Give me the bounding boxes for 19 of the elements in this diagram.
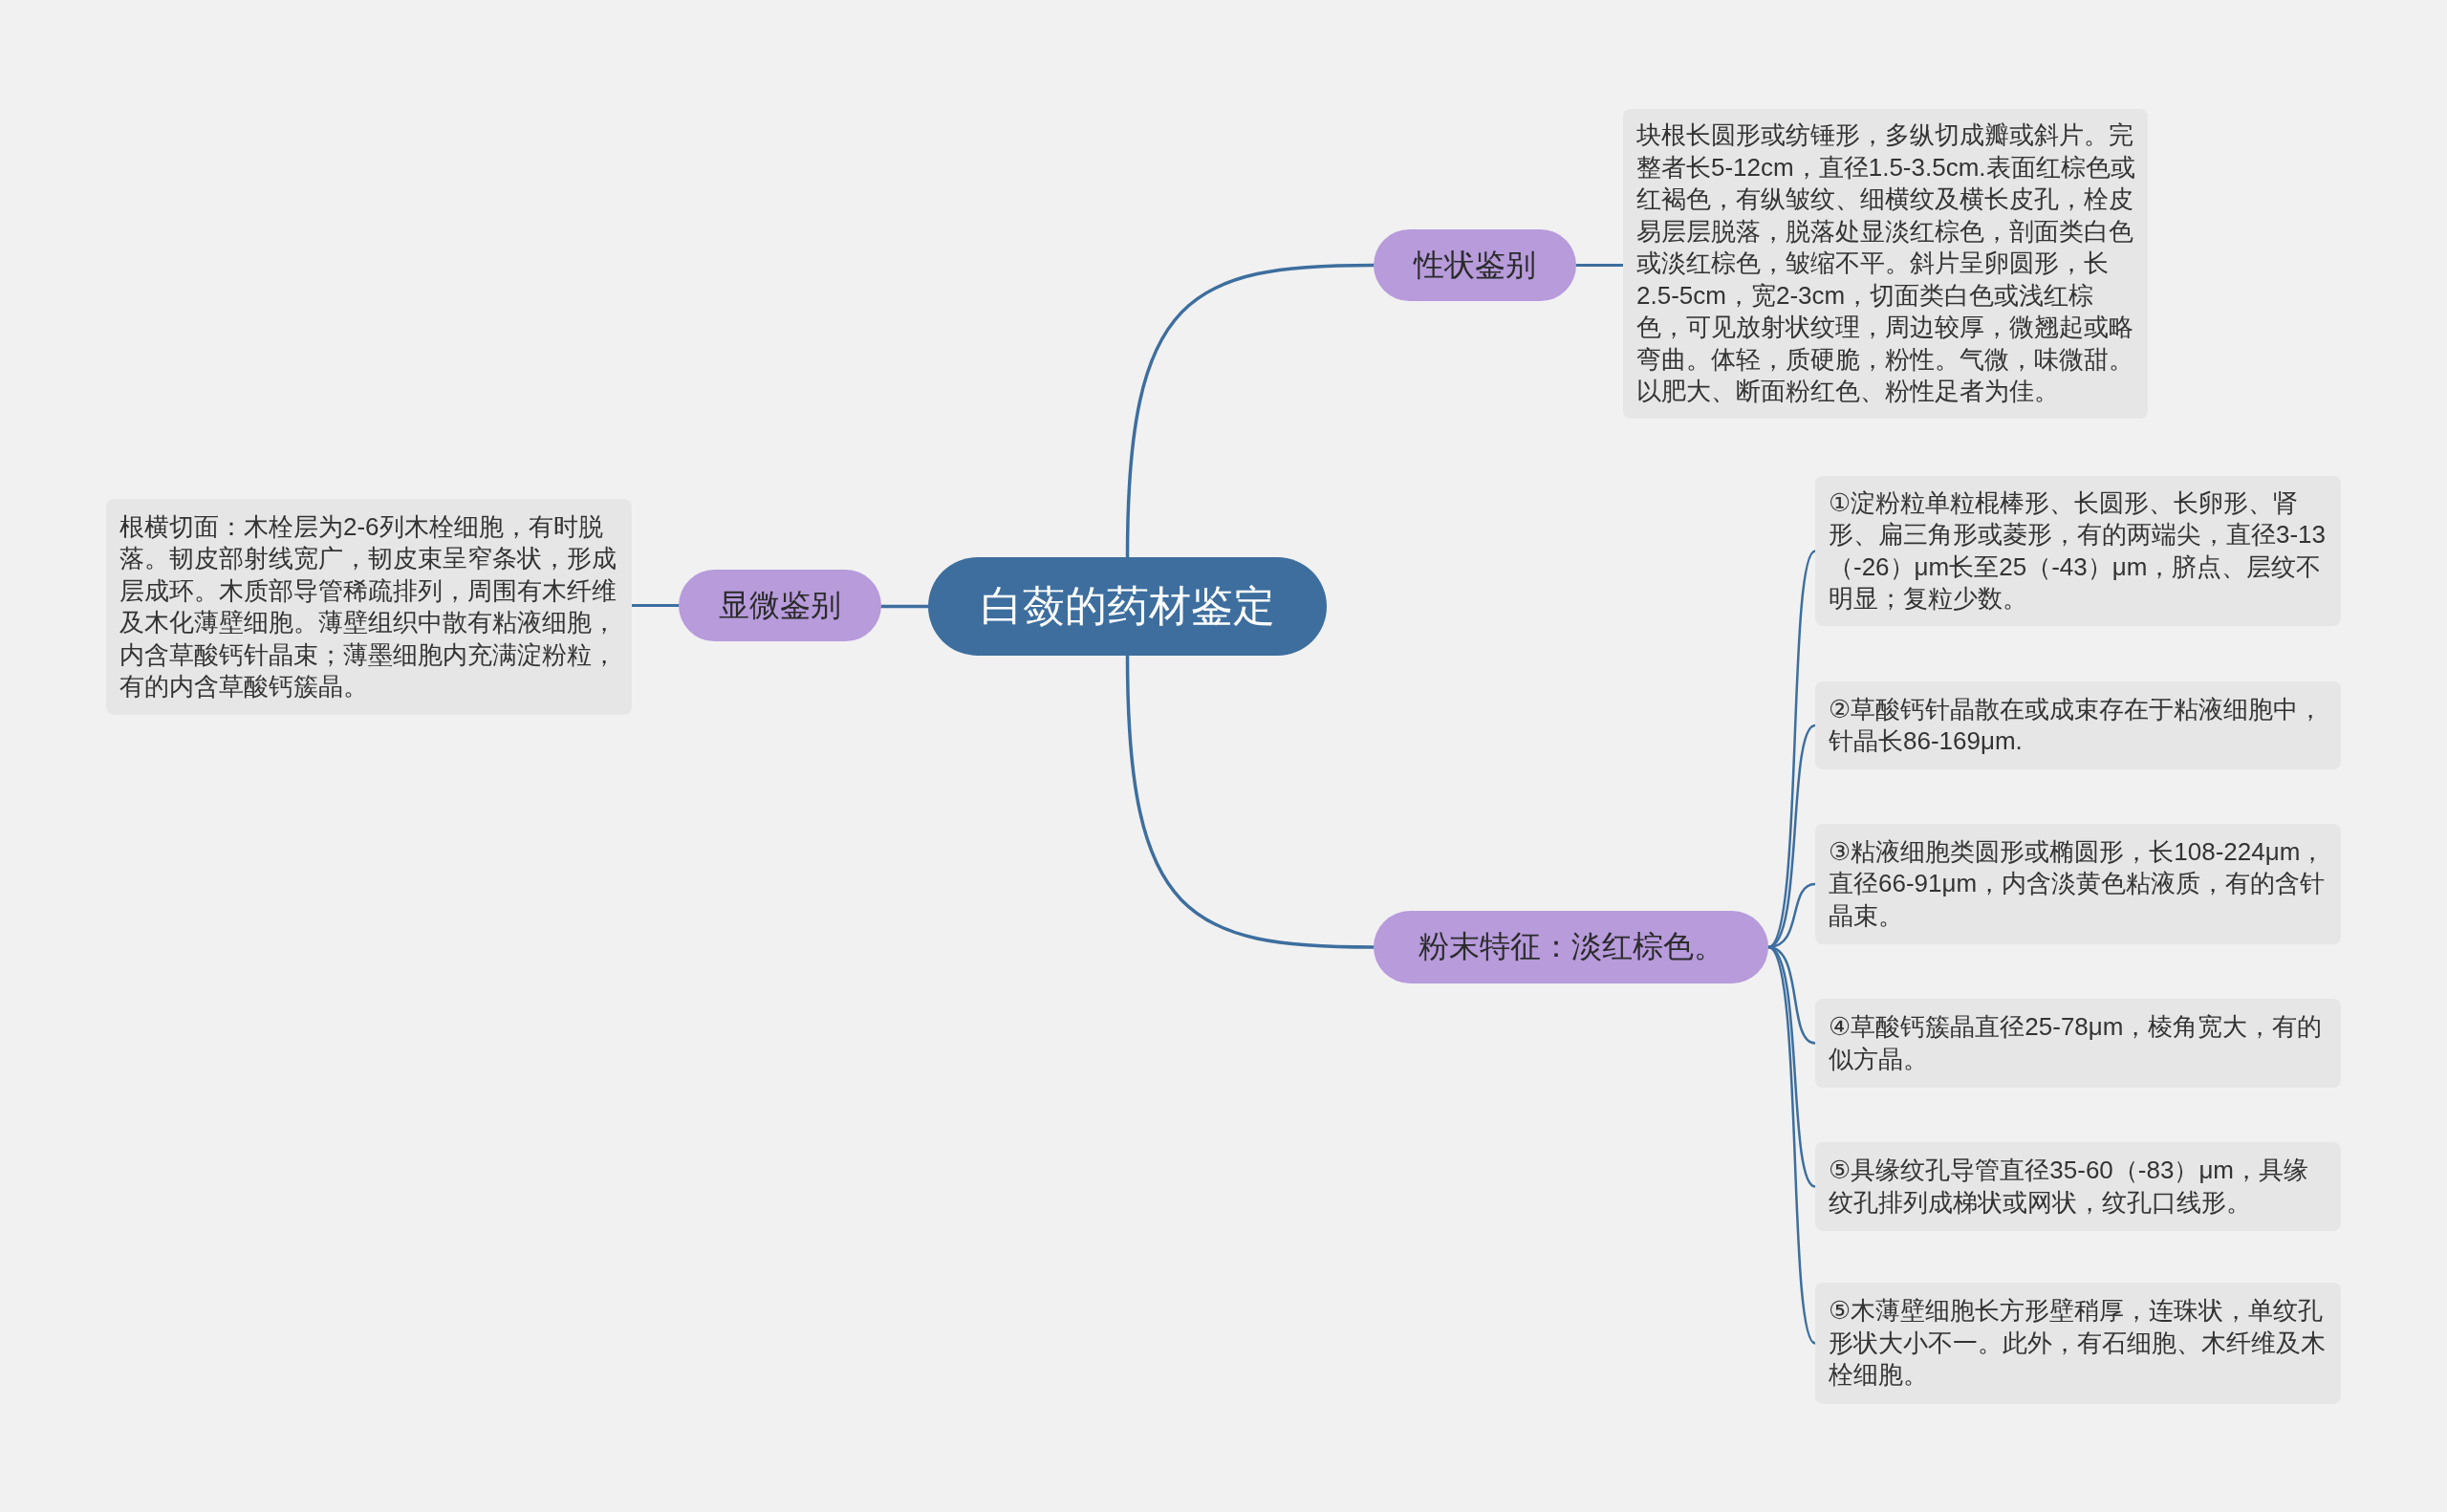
central-topic: 白蔹的药材鉴定 xyxy=(928,557,1327,656)
connector-line xyxy=(879,604,930,609)
note-box: ②草酸钙针晶散在或成束存在于粘液细胞中，针晶长86-169μm. xyxy=(1815,681,2341,769)
note-box: ⑤具缘纹孔导管直径35-60（-83）μm，具缘纹孔排列成梯状或网状，纹孔口线形。 xyxy=(1815,1142,2341,1231)
connector-line xyxy=(1766,724,1817,949)
note-box: ⑤木薄壁细胞长方形壁稍厚，连珠状，单纹孔形状大小不一。此外，有石细胞、木纤维及木栓细胞。 xyxy=(1815,1283,2341,1404)
branch-pill: 性状鉴别 xyxy=(1374,229,1576,301)
note-box: 根横切面：木栓层为2-6列木栓细胞，有时脱落。韧皮部射线宽广，韧皮束呈窄条状，形成层成环。木质部导管稀疏排列，周围有木纤维及木化薄壁细胞。薄壁组织中散有粘液细胞，内含草酸钙针晶束；薄墨细胞内充满淀粉粒，有的内含草酸钙簇晶。 xyxy=(106,499,632,715)
branch-pill: 粉末特征：淡红棕色。 xyxy=(1374,911,1768,983)
connector-line xyxy=(1574,264,1625,267)
note-box: ③粘液细胞类圆形或椭圆形，长108-224μm，直径66-91μm，内含淡黄色粘液质，有的含针晶束。 xyxy=(1815,824,2341,944)
note-box: ①淀粉粒单粒棍棒形、长圆形、长卵形、肾形、扁三角形或菱形，有的两端尖，直径3-13（-26）μm长至25（-43）μm，脐点、层纹不明显；复粒少数。 xyxy=(1815,476,2341,626)
connector-line xyxy=(1125,654,1375,949)
connector-line xyxy=(1766,945,1817,1345)
note-box: 块根长圆形或纺锤形，多纵切成瓣或斜片。完整者长5-12cm，直径1.5-3.5cm.表面红棕色或红褐色，有纵皱纹、细横纹及横长皮孔，栓皮易层层脱落，脱落处显淡红棕色，剖面类白色或淡红棕色，皱缩不平。斜片呈卵圆形，长2.5-5cm，宽2-3cm，切面类白色或浅红棕色，可见放射状纹理，周边较厚，微翘起或略弯曲。体轻，质硬脆，粉性。气微，味微甜。以肥大、断面粉红色、粉性足者为佳。 xyxy=(1623,109,2148,419)
note-box: ④草酸钙簇晶直径25-78μm，棱角宽大，有的似方晶。 xyxy=(1815,999,2341,1088)
connector-line xyxy=(1125,263,1375,559)
connector-line xyxy=(630,604,681,607)
branch-pill: 显微鉴别 xyxy=(679,570,881,641)
